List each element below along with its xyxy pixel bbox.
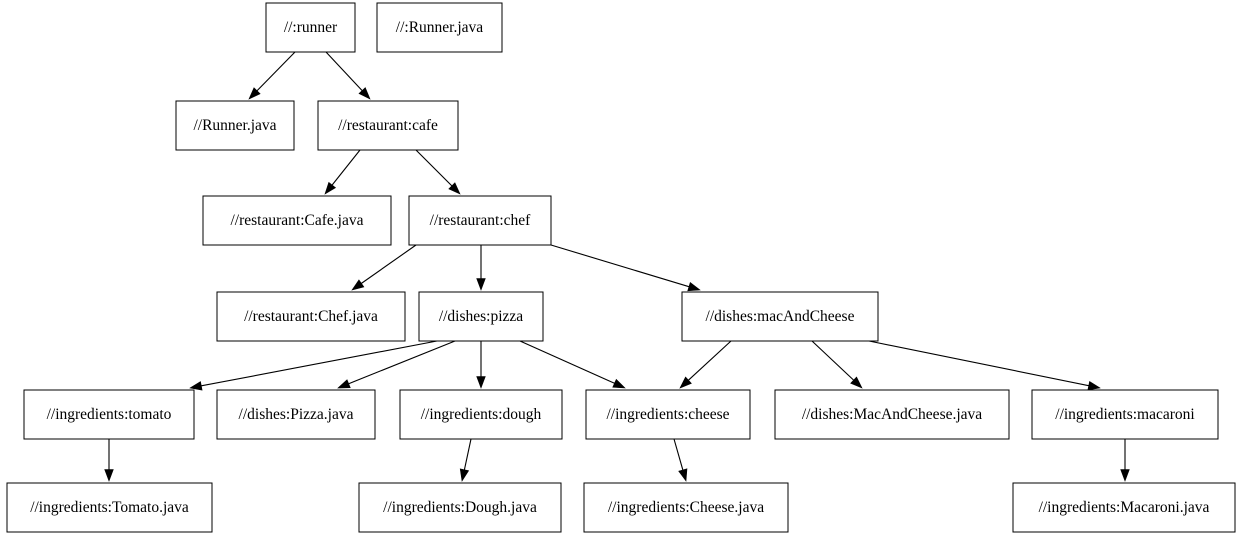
node-label: //Runner.java [193, 117, 276, 134]
node-pizza[interactable]: //dishes:pizza [418, 291, 544, 342]
node-dough_java[interactable]: //ingredients:Dough.java [358, 482, 562, 533]
node-label: //restaurant:Chef.java [244, 308, 378, 325]
edge-runner-to-runner_java [248, 51, 296, 100]
edge-cafe-to-chef [415, 149, 461, 195]
node-macaroni[interactable]: //ingredients:macaroni [1031, 389, 1219, 440]
node-runner_java[interactable]: //Runner.java [175, 100, 295, 151]
nodes-layer: //:runner //:Runner.java //Runner.java //re… [6, 2, 1236, 533]
node-label: //restaurant:chef [430, 212, 532, 229]
edge-macaroni-to-macaroni_java [1120, 439, 1130, 482]
node-macaroni_java[interactable]: //ingredients:Macaroni.java [1012, 482, 1236, 533]
edge-mac_and_cheese-to-macaroni [868, 340, 1101, 391]
node-dough[interactable]: //ingredients:dough [399, 389, 563, 440]
node-chef_java[interactable]: //restaurant:Chef.java [216, 291, 406, 342]
node-cheese_java[interactable]: //ingredients:Cheese.java [583, 482, 789, 533]
edge-tomato-to-tomato_java [104, 439, 114, 482]
node-runner[interactable]: //:runner [265, 2, 356, 53]
node-cafe[interactable]: //restaurant:cafe [317, 100, 459, 151]
node-label: //ingredients:Dough.java [383, 499, 537, 516]
node-label: //dishes:MacAndCheese.java [802, 406, 982, 423]
edges-layer [104, 51, 1130, 482]
edge-chef-to-chef_java [351, 244, 417, 291]
node-label: //:Runner.java [396, 19, 484, 36]
node-label: //ingredients:dough [421, 406, 542, 423]
edge-cheese-to-cheese_java [673, 438, 688, 482]
node-label: //:runner [284, 19, 338, 36]
node-label: //ingredients:macaroni [1055, 406, 1195, 423]
node-label: //dishes:Pizza.java [239, 406, 354, 423]
node-cheese[interactable]: //ingredients:cheese [585, 389, 751, 440]
edge-pizza-to-tomato [189, 340, 438, 391]
node-cafe_java[interactable]: //restaurant:Cafe.java [202, 195, 392, 246]
node-label: //ingredients:Cheese.java [608, 499, 764, 516]
node-tomato[interactable]: //ingredients:tomato [23, 389, 195, 440]
node-label: //restaurant:cafe [338, 117, 438, 134]
node-pizza_java[interactable]: //dishes:Pizza.java [216, 389, 376, 440]
node-label: //ingredients:Macaroni.java [1039, 499, 1210, 516]
node-label: //ingredients:tomato [47, 406, 172, 423]
edge-chef-to-mac_and_cheese [550, 244, 701, 292]
node-label: //ingredients:Tomato.java [30, 499, 189, 516]
edge-pizza-to-dough [476, 341, 486, 389]
node-label: //dishes:macAndCheese [706, 308, 855, 325]
node-label: //restaurant:Cafe.java [231, 212, 364, 229]
node-label: //ingredients:cheese [606, 406, 729, 423]
edge-runner-to-cafe [325, 51, 371, 100]
edge-chef-to-pizza [476, 245, 486, 291]
node-root_runner_java[interactable]: //:Runner.java [376, 2, 503, 53]
node-mac_and_cheese[interactable]: //dishes:macAndCheese [681, 291, 879, 342]
edge-pizza-to-pizza_java [337, 340, 456, 389]
node-tomato_java[interactable]: //ingredients:Tomato.java [6, 482, 213, 533]
edge-pizza-to-cheese [519, 340, 626, 389]
edge-mac_and_cheese-to-mac_cheese_java [811, 340, 863, 389]
node-mac_cheese_java[interactable]: //dishes:MacAndCheese.java [774, 389, 1010, 440]
edge-cafe-to-cafe_java [324, 149, 361, 195]
node-label: //dishes:pizza [439, 308, 523, 325]
node-chef[interactable]: //restaurant:chef [408, 195, 552, 246]
edge-dough-to-dough_java [459, 438, 472, 482]
edge-mac_and_cheese-to-cheese [679, 340, 732, 389]
